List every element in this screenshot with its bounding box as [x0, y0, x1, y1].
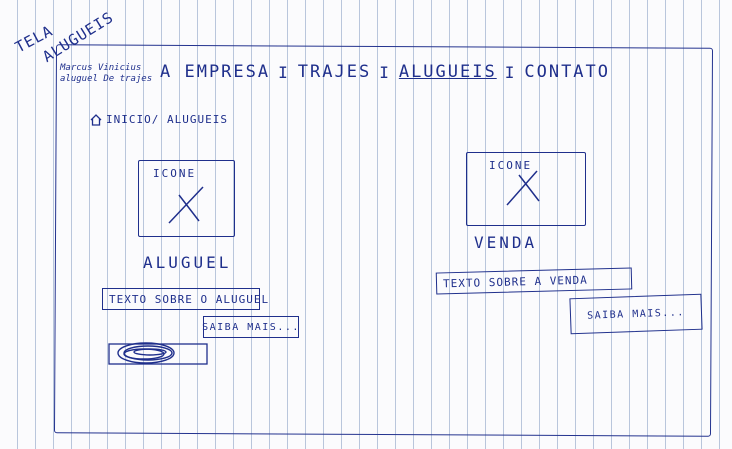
nav-item-contato[interactable]: CONTATO: [524, 62, 611, 82]
placeholder-x-icon: [168, 186, 204, 224]
aluguel-saiba-mais-button[interactable]: SAIBA MAIS...: [202, 316, 299, 338]
logo-line1: Marcus Vinicius: [60, 63, 142, 73]
logo-line2: aluguel De trajes: [60, 74, 153, 84]
main-nav: A EMPRESA I TRAJES I ALUGUEIS I CONTATO: [160, 62, 610, 82]
breadcrumb: INICIO/ ALUGUEIS: [90, 113, 228, 126]
scribbled-element: [108, 342, 208, 365]
aluguel-icon-placeholder: ICONE: [138, 160, 235, 237]
venda-icon-placeholder: ICONE: [466, 152, 586, 226]
nav-separator: I: [278, 62, 290, 82]
aluguel-heading: ALUGUEL: [143, 253, 232, 272]
venda-saiba-mais-button[interactable]: SAIBA MAIS...: [569, 293, 703, 335]
icon-label: ICONE: [153, 167, 197, 180]
icon-label: ICONE: [489, 159, 533, 172]
logo[interactable]: Marcus Vinicius aluguel De trajes: [60, 63, 152, 85]
aluguel-text: TEXTO SOBRE O ALUGUEL: [102, 288, 268, 310]
nav-separator: I: [379, 62, 391, 82]
placeholder-x-icon: [506, 170, 540, 206]
nav-item-empresa[interactable]: A EMPRESA: [160, 62, 271, 82]
nav-separator: I: [504, 62, 517, 82]
page-frame: [53, 44, 714, 437]
venda-heading: VENDA: [474, 233, 538, 252]
nav-item-trajes[interactable]: TRAJES: [297, 62, 372, 82]
nav-item-alugueis[interactable]: ALUGUEIS: [398, 62, 497, 82]
breadcrumb-text[interactable]: INICIO/ ALUGUEIS: [106, 113, 228, 126]
home-icon[interactable]: [90, 113, 102, 126]
